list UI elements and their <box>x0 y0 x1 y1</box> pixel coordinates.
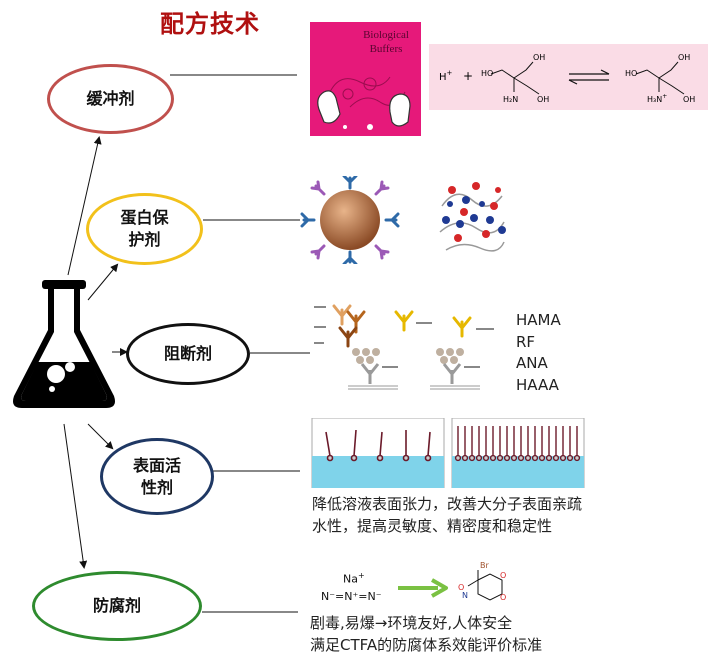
svg-text:H₃N+: H₃N+ <box>647 93 667 104</box>
surfactant-molecule-head <box>552 454 560 462</box>
node-blocking-agent[interactable]: 阻断剂 <box>126 323 250 385</box>
svg-text:OH: OH <box>533 53 545 62</box>
interferent-haaa: HAAA <box>516 375 559 394</box>
surfactant-molecule-head <box>538 454 546 462</box>
book-title: Biological Buffers <box>363 29 409 55</box>
node-buffer-label: 缓冲剂 <box>86 89 135 109</box>
svg-text:OH: OH <box>537 95 549 104</box>
node-surfactant-label: 表面活性剂 <box>132 455 181 497</box>
interferent-ana: ANA <box>516 354 548 372</box>
antibody-nanoparticle-icon <box>300 176 400 264</box>
surfactant-molecule-head <box>573 454 581 462</box>
arrow-to-preservative <box>63 423 88 569</box>
surfactant-molecule-head <box>531 454 539 462</box>
node-protein-protectant[interactable]: 蛋白保护剂 <box>86 193 203 265</box>
biological-buffers-book: Biological Buffers <box>310 22 421 136</box>
bronidox-structure-icon: Br O N O O <box>458 561 506 602</box>
surfactant-molecule-head <box>559 454 567 462</box>
node-preservative-label: 防腐剂 <box>92 596 141 616</box>
preservative-desc-line2: 满足CTFA的防腐体系效能评价标准 <box>310 636 543 654</box>
tris-reaction-panel: H+ + HO OH H₂N OH HO OH H₃N+ OH <box>429 44 708 110</box>
arrow-to-surfactant <box>87 423 114 450</box>
node-protein-protectant-label: 蛋白保护剂 <box>120 208 169 249</box>
surfactant-molecule-head <box>545 454 553 462</box>
arrow-to-buffer <box>67 136 102 276</box>
surfactant-molecule-head <box>517 454 525 462</box>
surfactant-molecule-head <box>496 454 504 462</box>
node-buffer[interactable]: 缓冲剂 <box>47 64 174 134</box>
surfactant-molecule-head <box>503 454 511 462</box>
green-arrow-icon <box>398 578 448 598</box>
interferent-list: HAMA RF ANA HAAA <box>516 310 576 396</box>
surfactant-diagram <box>311 418 585 488</box>
svg-text:N: N <box>462 591 468 600</box>
protein-structure-icon <box>436 176 508 264</box>
node-surfactant[interactable]: 表面活性剂 <box>100 438 214 515</box>
sodium-azide-anion: N⁻=N⁺=N⁻ <box>321 590 382 603</box>
arrow-to-protein <box>87 263 119 301</box>
surfactant-molecule-head <box>461 454 469 462</box>
surfactant-molecule-head <box>510 454 518 462</box>
bronidox-br-label: Br <box>480 561 489 570</box>
svg-text:O: O <box>500 593 506 602</box>
interferent-rf: RF <box>516 332 536 351</box>
svg-text:HO: HO <box>481 69 493 78</box>
surfactant-molecule-head <box>566 454 574 462</box>
page-title: 配方技术 <box>160 10 260 38</box>
surfactant-molecule-head <box>524 454 532 462</box>
flask-icon <box>13 280 115 408</box>
surfactant-molecule-head <box>475 454 483 462</box>
surfactant-molecule-head <box>468 454 476 462</box>
blocking-antibody-diagram <box>314 304 494 390</box>
surfactant-desc-line2: 水性，提高灵敏度、精密度和稳定性 <box>312 517 553 535</box>
surfactant-molecule-head <box>454 454 462 462</box>
svg-text:H+: H+ <box>439 69 453 83</box>
svg-text:O: O <box>500 571 506 580</box>
svg-text:+: + <box>463 69 473 83</box>
sodium-azide-cation: Na+ <box>343 571 365 586</box>
surfactant-molecule-head <box>489 454 497 462</box>
svg-text:OH: OH <box>678 53 690 62</box>
interferent-hama: HAMA <box>516 311 561 329</box>
svg-text:H₂N: H₂N <box>503 95 518 104</box>
svg-text:OH: OH <box>683 95 695 104</box>
preservative-desc-line1: 剧毒,易爆→环境友好,人体安全 <box>310 614 513 632</box>
svg-text:HO: HO <box>625 69 637 78</box>
surfactant-desc-line1: 降低溶液表面张力，改善大分子表面亲疏 <box>312 495 583 513</box>
svg-text:O: O <box>458 583 464 592</box>
node-blocking-agent-label: 阻断剂 <box>163 344 212 364</box>
node-preservative[interactable]: 防腐剂 <box>32 571 202 641</box>
surfactant-molecule-head <box>482 454 490 462</box>
